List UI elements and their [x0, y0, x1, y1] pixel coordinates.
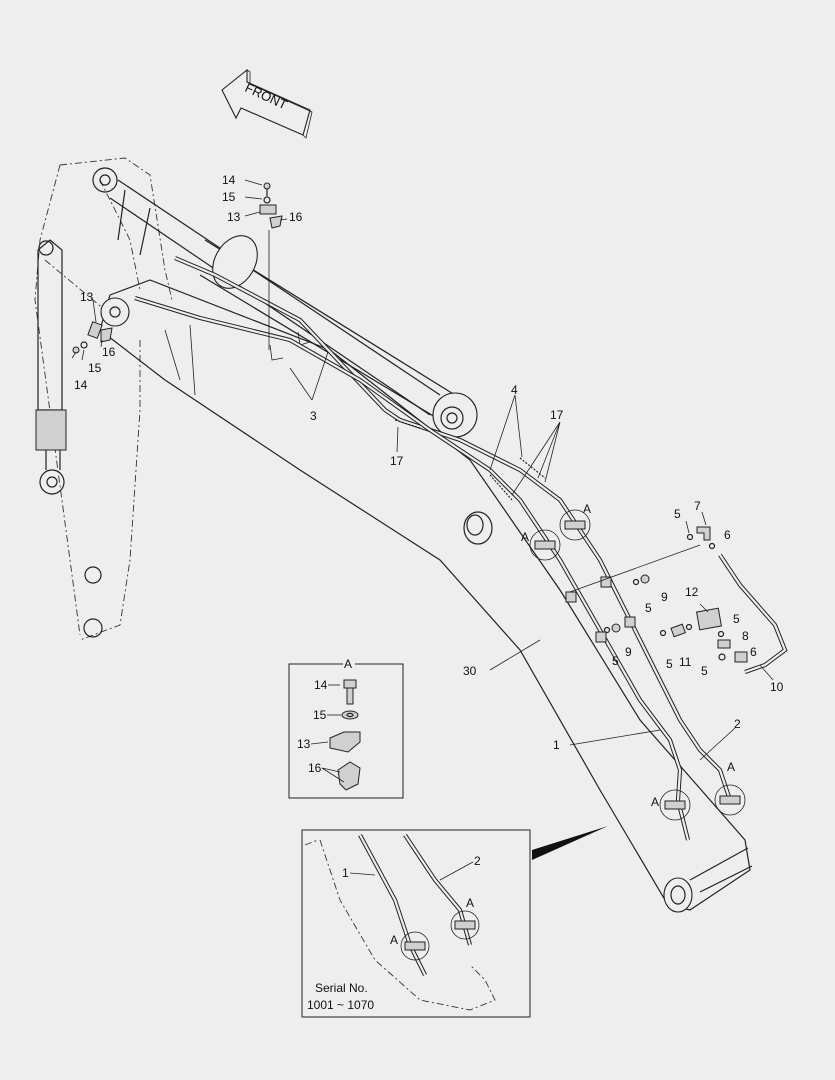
callout-a: A [727, 760, 735, 774]
callout-6: 6 [724, 528, 731, 542]
callout-3: 3 [310, 409, 317, 423]
callout-17: 17 [390, 454, 404, 468]
inset-label-2: 2 [474, 854, 481, 868]
callout-9: 9 [661, 590, 668, 604]
callout-7: 7 [694, 499, 701, 513]
detail-label-15: 15 [313, 708, 327, 722]
detail-label-13: 13 [297, 737, 311, 751]
serial-inset: 1 2 A A Serial No. 1001 ~ 1070 [301, 826, 608, 1018]
callout-12: 12 [685, 585, 699, 599]
serial-title: Serial No. [315, 981, 368, 995]
callout-1: 1 [553, 738, 560, 752]
serial-range: 1001 ~ 1070 [307, 998, 374, 1012]
hydraulic-lines [134, 256, 788, 841]
inset-label-a: A [466, 896, 474, 910]
callout-5: 5 [701, 664, 708, 678]
callout-11: 11 [679, 655, 692, 669]
callout-14: 14 [222, 173, 236, 187]
callout-a: A [583, 502, 591, 516]
fittings-group [603, 526, 748, 663]
clamp-markers [529, 509, 746, 821]
callout-5: 5 [645, 601, 652, 615]
callout-a: A [521, 530, 529, 544]
detail-a-box: A 14 15 13 16 [288, 657, 404, 799]
callout-2: 2 [734, 717, 741, 731]
inset-label-1: 1 [342, 866, 349, 880]
detail-label-16: 16 [308, 761, 322, 775]
left-clamp-hardware [72, 321, 113, 354]
callout-13: 13 [227, 210, 241, 224]
upper-clamp-hardware [259, 182, 283, 350]
front-arrow: FRONT [221, 68, 313, 139]
callout-10: 10 [770, 680, 784, 694]
callout-16: 16 [102, 345, 116, 359]
detail-label-14: 14 [314, 678, 328, 692]
callout-17: 17 [550, 408, 564, 422]
boom-body [99, 279, 753, 913]
leader-lines [71, 179, 774, 761]
callout-6: 6 [750, 645, 757, 659]
callout-16: 16 [289, 210, 303, 224]
arm-structure [34, 157, 173, 641]
detail-a-title: A [344, 657, 352, 671]
callout-labels: 14 15 13 16 13 16 15 14 3 4 17 17 A A 5 … [74, 173, 784, 809]
callout-30: 30 [463, 664, 477, 678]
callout-14: 14 [74, 378, 88, 392]
callout-13: 13 [80, 290, 94, 304]
callout-5: 5 [674, 507, 681, 521]
callout-5: 5 [612, 654, 619, 668]
callout-15: 15 [222, 190, 236, 204]
callout-5: 5 [733, 612, 740, 626]
callout-15: 15 [88, 361, 102, 375]
inset-label-a: A [390, 933, 398, 947]
boom-cylinder [109, 179, 478, 438]
callout-4: 4 [511, 383, 518, 397]
callout-9: 9 [625, 645, 632, 659]
callout-5: 5 [666, 657, 673, 671]
callout-a: A [651, 795, 659, 809]
callout-8: 8 [742, 629, 749, 643]
